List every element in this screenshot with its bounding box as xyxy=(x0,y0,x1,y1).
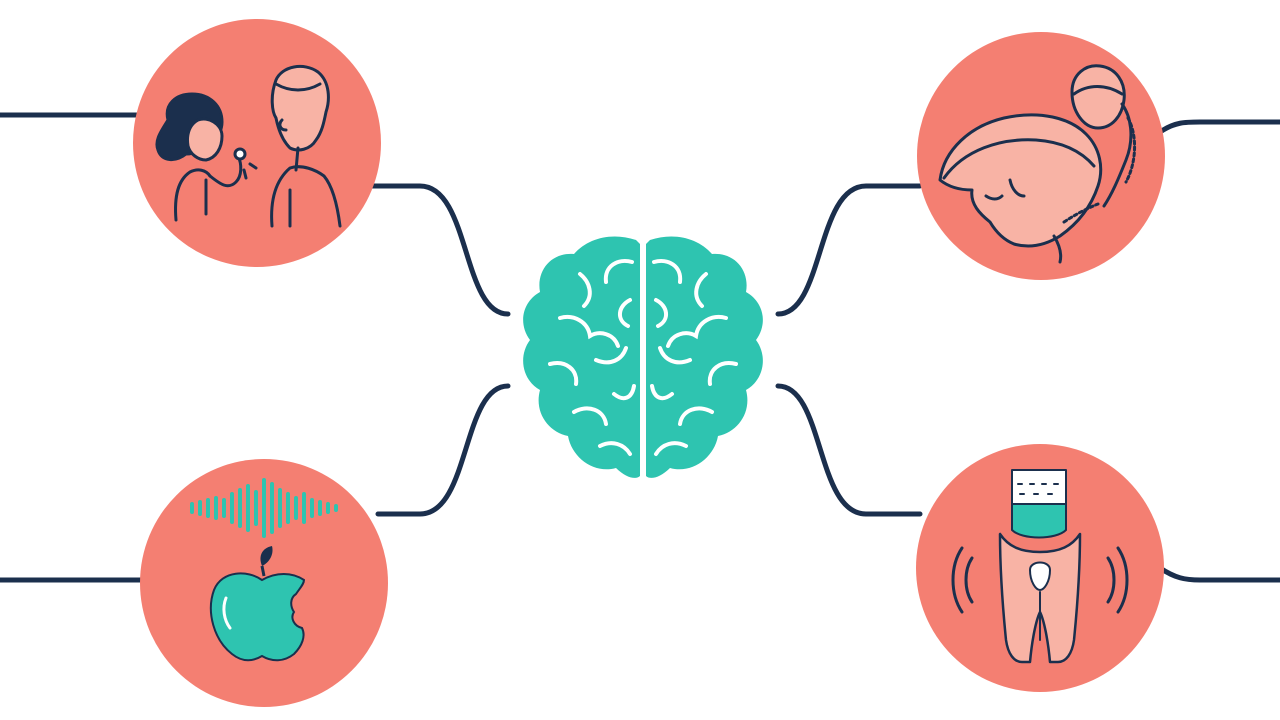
line-bottom-right-outer xyxy=(1157,565,1280,583)
sound-waves-right xyxy=(1106,546,1129,614)
faces-touching-icon xyxy=(938,64,1137,264)
line-top-right-inner xyxy=(775,183,923,317)
brain-folds xyxy=(548,259,738,456)
line-bottom-left-inner xyxy=(375,383,511,517)
sound-wave-icon xyxy=(190,478,338,538)
node-conversation xyxy=(133,19,381,267)
sound-waves-left xyxy=(951,546,974,614)
node-sound-and-taste xyxy=(140,459,388,707)
two-people-talking-icon xyxy=(155,64,342,228)
line-top-right-outer xyxy=(1157,119,1280,135)
node-touch-and-smell xyxy=(917,32,1165,280)
line-bottom-right-inner xyxy=(775,383,923,517)
node-throat-and-sound xyxy=(916,444,1164,692)
brain-right-hemisphere xyxy=(646,236,763,478)
brain-left-hemisphere xyxy=(523,236,640,478)
brain-icon xyxy=(523,236,763,478)
connector-lines xyxy=(0,112,1280,583)
line-top-left-inner xyxy=(369,183,511,317)
apple-icon xyxy=(209,546,306,662)
throat-with-sound-waves-icon xyxy=(951,469,1129,664)
